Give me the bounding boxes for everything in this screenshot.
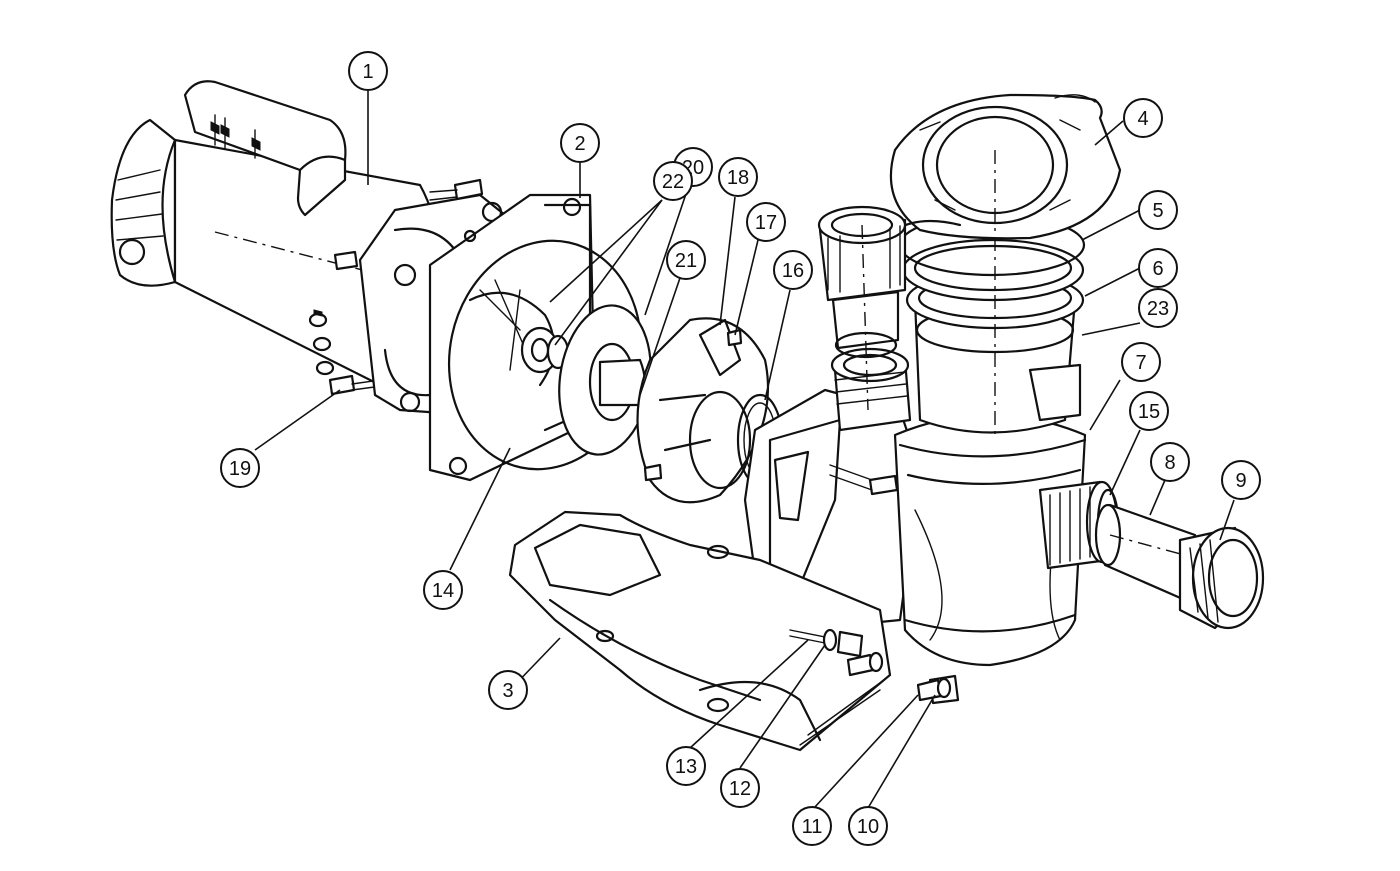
- callout-circle: [1129, 391, 1169, 431]
- callout-label: 23: [1147, 298, 1169, 320]
- callout-circle: [220, 448, 260, 488]
- callout-label: 3: [502, 680, 513, 702]
- callout-4: 4: [1123, 98, 1163, 138]
- callout-label: 17: [755, 212, 777, 234]
- union-tailpiece: [1094, 503, 1241, 602]
- callout-label: 16: [782, 260, 804, 282]
- diffuser: [558, 304, 652, 456]
- callout-17: 17: [746, 202, 786, 242]
- callout-circle: [1138, 190, 1178, 230]
- leader-lines: [254, 91, 1235, 809]
- callout-22: 22: [653, 161, 693, 201]
- callout-16: 16: [773, 250, 813, 290]
- callout-label: 11: [802, 816, 823, 838]
- callout-circle: [848, 806, 888, 846]
- callout-circle: [1123, 98, 1163, 138]
- callout-circle: [773, 250, 813, 290]
- inlet-union: [817, 205, 907, 411]
- callout-label: 18: [727, 167, 749, 189]
- callout-circle: [666, 240, 706, 280]
- callout-3: 3: [488, 670, 528, 710]
- callout-circle: [348, 51, 388, 91]
- callout-circle: [720, 768, 760, 808]
- callout-label: 7: [1135, 352, 1146, 374]
- callout-circle: [488, 670, 528, 710]
- callout-label: 19: [229, 458, 251, 480]
- callout-circle: [718, 157, 758, 197]
- callout-label: 15: [1138, 401, 1160, 423]
- callout-label: 8: [1164, 452, 1175, 474]
- callout-15: 15: [1129, 391, 1169, 431]
- callout-circle: [666, 746, 706, 786]
- callout-13: 13: [666, 746, 706, 786]
- callout-label: 22: [662, 171, 684, 193]
- callout-2: 2: [560, 123, 600, 163]
- callout-circle: [1138, 248, 1178, 288]
- base: [508, 510, 892, 752]
- callout-label: 4: [1137, 108, 1148, 130]
- callout-23: 23: [1138, 288, 1178, 328]
- callout-circle: [746, 202, 786, 242]
- diffuser-housing: [636, 317, 770, 504]
- callout-circle: [792, 806, 832, 846]
- callout-label: 9: [1235, 470, 1246, 492]
- motor-bolts: [328, 178, 484, 396]
- callout-circle: [1221, 460, 1261, 500]
- callout-label: 6: [1152, 258, 1163, 280]
- callout-19: 19: [220, 448, 260, 488]
- callout-21: 21: [666, 240, 706, 280]
- callout-8: 8: [1150, 442, 1190, 482]
- strainer-lid-assembly: [889, 93, 1122, 440]
- callout-label: 5: [1152, 200, 1163, 222]
- callout-label: 10: [857, 816, 879, 838]
- callout-label: 1: [362, 61, 373, 83]
- callout-9: 9: [1221, 460, 1261, 500]
- callout-label: 12: [729, 778, 751, 800]
- union-nut: [1178, 526, 1265, 630]
- callout-label: 14: [432, 580, 454, 602]
- callout-circle: [560, 123, 600, 163]
- callout-circle: [423, 570, 463, 610]
- callout-circle: [1121, 342, 1161, 382]
- callout-10: 10: [848, 806, 888, 846]
- base-bolt-and-washer: [789, 628, 864, 658]
- callout-6: 6: [1138, 248, 1178, 288]
- callout-12: 12: [720, 768, 760, 808]
- callout-5: 5: [1138, 190, 1178, 230]
- callout-7: 7: [1121, 342, 1161, 382]
- callout-label: 2: [574, 133, 585, 155]
- impeller-and-seal: [468, 279, 570, 387]
- callout-circle: [1138, 288, 1178, 328]
- drain-plugs: [846, 651, 952, 702]
- callout-circle: [1150, 442, 1190, 482]
- callout-circle: [653, 161, 693, 201]
- callout-label: 21: [675, 250, 697, 272]
- callout-1: 1: [348, 51, 388, 91]
- callout-11: 11: [792, 806, 832, 846]
- callout-14: 14: [423, 570, 463, 610]
- callout-18: 18: [718, 157, 758, 197]
- callout-label: 13: [675, 756, 697, 778]
